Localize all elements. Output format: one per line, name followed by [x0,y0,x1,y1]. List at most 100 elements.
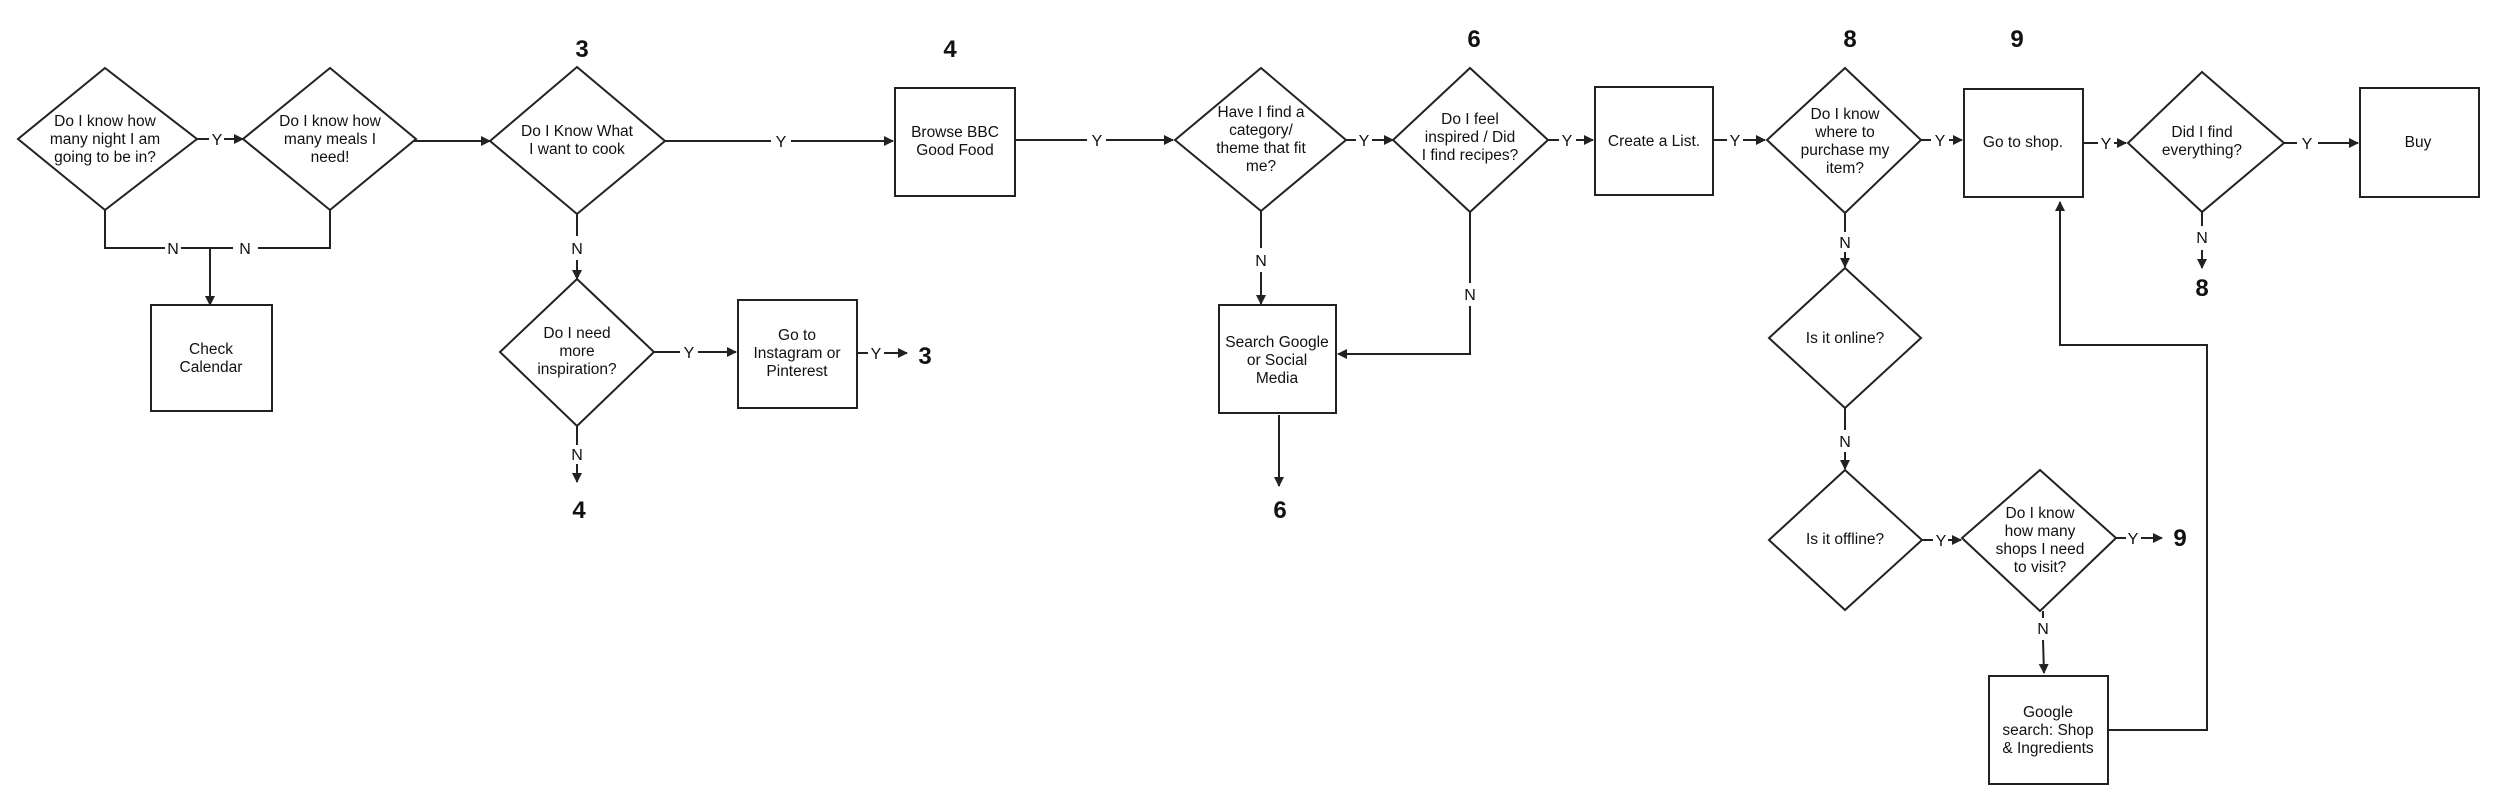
label-line: Do I feel [1441,111,1499,128]
box-create-list [1594,86,1714,196]
label-line: Go to [778,327,816,344]
label-line: Do I know [2006,505,2076,522]
label-line: Do I know [1811,106,1881,123]
label-line: everything? [2162,142,2243,159]
step-ref-below-search: 6 [1273,497,1286,524]
label-line: many night I am [50,131,160,148]
box-instagram-pinterest [737,299,858,409]
box-go-to-shop [1963,88,2084,198]
label-line: Is it offline? [1806,531,1885,548]
no-label-inspired: N [1464,287,1476,304]
decision-inspired [1391,66,1550,214]
edges [104,134,2359,731]
box-browse-bbc [894,87,1016,197]
yes-label-bbc-cat: Y [1092,133,1103,150]
label-line: shops I need [1996,541,2085,558]
yes-label-offline-shops: Y [1936,533,1947,550]
label-line: purchase my [1801,142,1890,159]
edge-d2-check [258,206,331,249]
yes-label-purchase-shop: Y [1935,133,1946,150]
label-buy: Buy [2405,134,2432,151]
no-label-insp: N [571,447,583,464]
edge-d1-check [104,206,165,249]
decision-online [1767,266,1923,410]
nodes [16,65,2480,785]
label-line: I find recipes? [1422,147,1519,164]
yes-label-d3-bbc: Y [776,134,787,151]
label-line: theme that fit [1216,140,1306,157]
step-number-above-what-to-cook: 3 [575,36,588,63]
label-line: Buy [2405,134,2432,151]
decision-nights [16,66,199,212]
label-line: going to be in? [54,149,156,166]
label-line: Instagram or [753,345,840,362]
step-ref-below-inspiration: 4 [572,497,586,524]
label-offline: Is it offline? [1806,531,1885,548]
yes-label-insp-insta: Y [684,345,695,362]
label-online: Is it online? [1806,330,1885,347]
edge-google-shop [2055,201,2208,731]
no-label-purchase: N [1839,235,1851,252]
label-line: more [559,343,594,360]
label-line: Good Food [916,142,994,159]
label-line: where to [1814,124,1874,141]
yes-label-cat-insp: Y [1359,133,1370,150]
label-line: Did I find [2171,124,2232,141]
step-number-above-purchase: 8 [1843,26,1856,53]
label-line: Browse BBC [911,124,999,141]
yes-label-insp-list: Y [1562,133,1573,150]
label-line: Do I Know What [521,123,634,140]
label-line: search: Shop [2002,722,2093,739]
step-numbers: 3 4 6 8 9 3 4 6 8 9 [572,26,2208,552]
label-line: I want to cook [529,141,625,158]
label-line: to visit? [2014,559,2067,576]
label-go-to-shop: Go to shop. [1983,134,2063,151]
decision-where-purchase [1765,66,1923,215]
yes-label-insta-3: Y [871,346,882,363]
label-line: Search Google [1225,334,1328,351]
label-line: Google [2023,704,2073,721]
label-line: Pinterest [766,363,828,380]
no-label-d2: N [239,241,251,258]
label-create-list: Create a List. [1608,133,1700,150]
decision-meals [241,66,418,212]
yes-label-list-purchase: Y [1730,133,1741,150]
label-line: inspired / Did [1425,129,1515,146]
label-line: Create a List. [1608,133,1700,150]
decision-find-everything [2126,70,2286,214]
label-line: Have I find a [1217,104,1304,121]
label-line: Do I know how [54,113,156,130]
label-line: Go to shop. [1983,134,2063,151]
step-ref-after-instagram: 3 [918,343,931,370]
decision-need-inspiration [498,277,656,428]
label-line: Do I need [543,325,610,342]
box-buy [2359,87,2480,198]
no-label-shops: N [2037,621,2049,638]
step-ref-below-find: 8 [2195,275,2208,302]
yes-label-find-buy: Y [2302,136,2313,153]
label-line: many meals I [284,131,376,148]
yes-label-shop-find: Y [2101,136,2112,153]
label-line: category/ [1229,122,1293,139]
no-label-d1: N [167,241,179,258]
label-line: or Social [1247,352,1307,369]
yes-label-d1-d2: Y [212,132,223,149]
label-line: item? [1826,160,1864,177]
edge-shops-google-arrow [2038,639,2049,674]
label-line: Calendar [180,359,243,376]
label-line: need! [311,149,350,166]
